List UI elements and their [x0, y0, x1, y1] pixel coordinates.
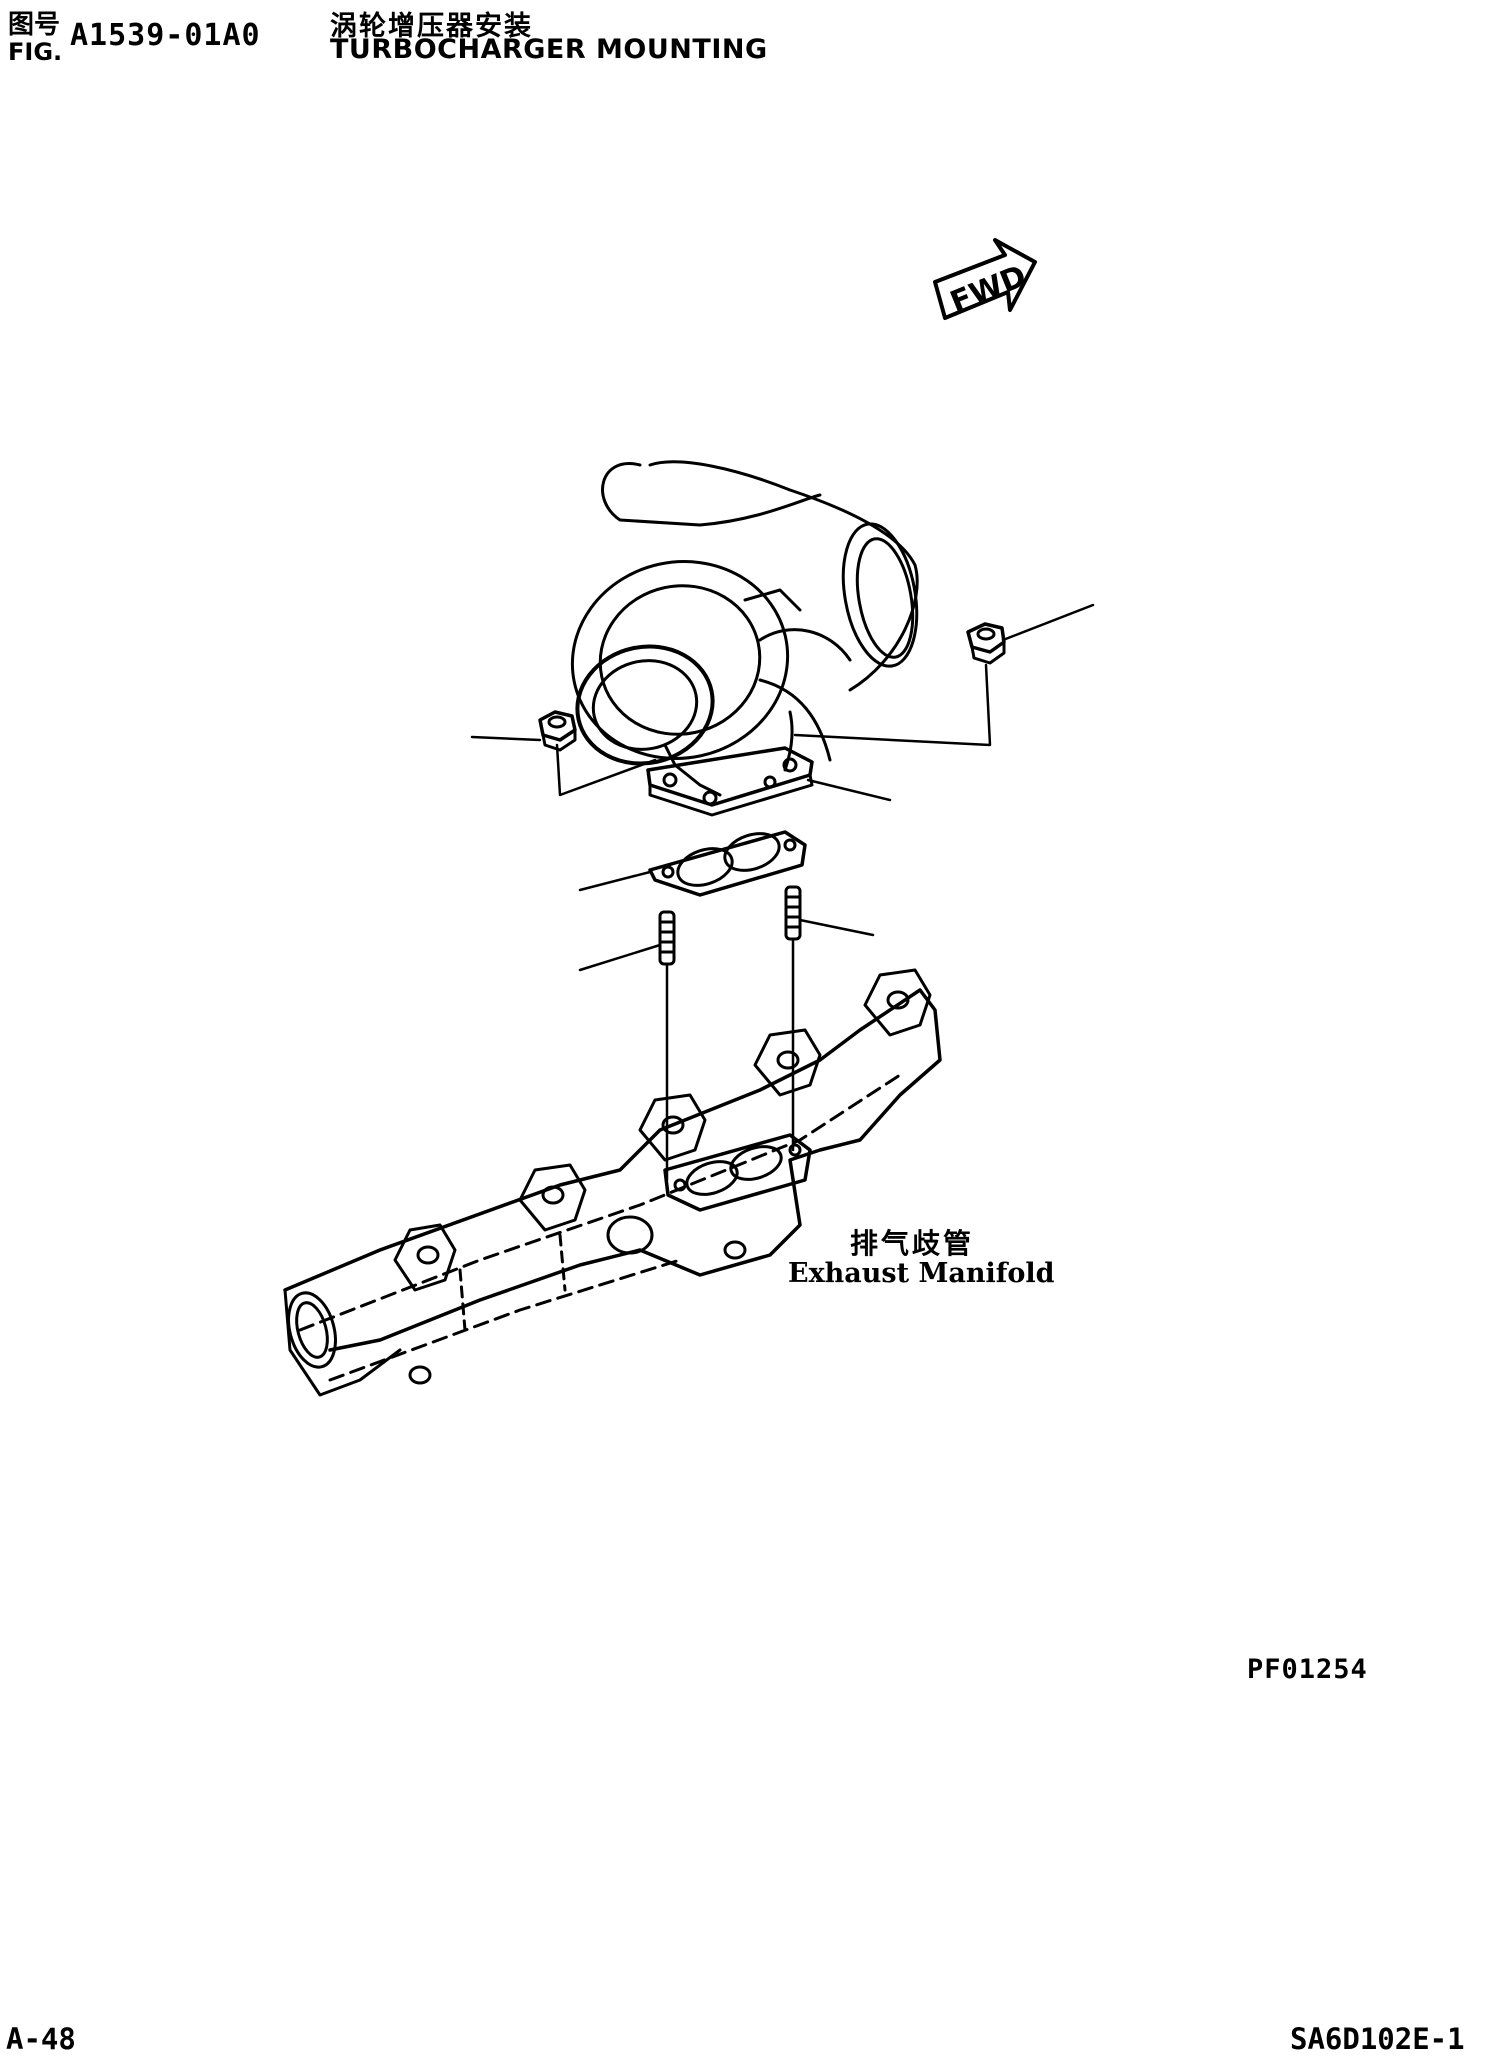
- drawing-code: PF01254: [1247, 1654, 1368, 1685]
- fig-label-cn: 图号: [8, 10, 61, 40]
- turbocharger: [570, 460, 919, 817]
- gasket: [648, 830, 807, 897]
- exhaust-manifold: [283, 968, 942, 1397]
- stud-left-icon: [658, 910, 676, 966]
- fig-number: A1539-01A0: [70, 18, 261, 53]
- leader-lines: [470, 603, 1095, 972]
- model-code: SA6D102E-1: [1290, 2022, 1465, 2056]
- title-en: TURBOCHARGER MOUNTING: [330, 34, 768, 65]
- nut-left-icon: [538, 710, 577, 752]
- stud-axis-lines: [665, 937, 795, 1182]
- title-cn: 涡轮增压器安装: [330, 11, 533, 42]
- manifold-label-en: Exhaust Manifold: [788, 1258, 1055, 1289]
- page-number: A-48: [6, 2022, 76, 2056]
- fig-label-en: FIG.: [8, 38, 63, 66]
- fwd-arrow-label: FWD: [945, 259, 1031, 321]
- stud-right-icon: [784, 885, 802, 941]
- manifold-label-cn: 排气歧管: [850, 1227, 975, 1260]
- fwd-arrow-icon: FWD: [933, 238, 1037, 321]
- nut-right-icon: [966, 622, 1006, 665]
